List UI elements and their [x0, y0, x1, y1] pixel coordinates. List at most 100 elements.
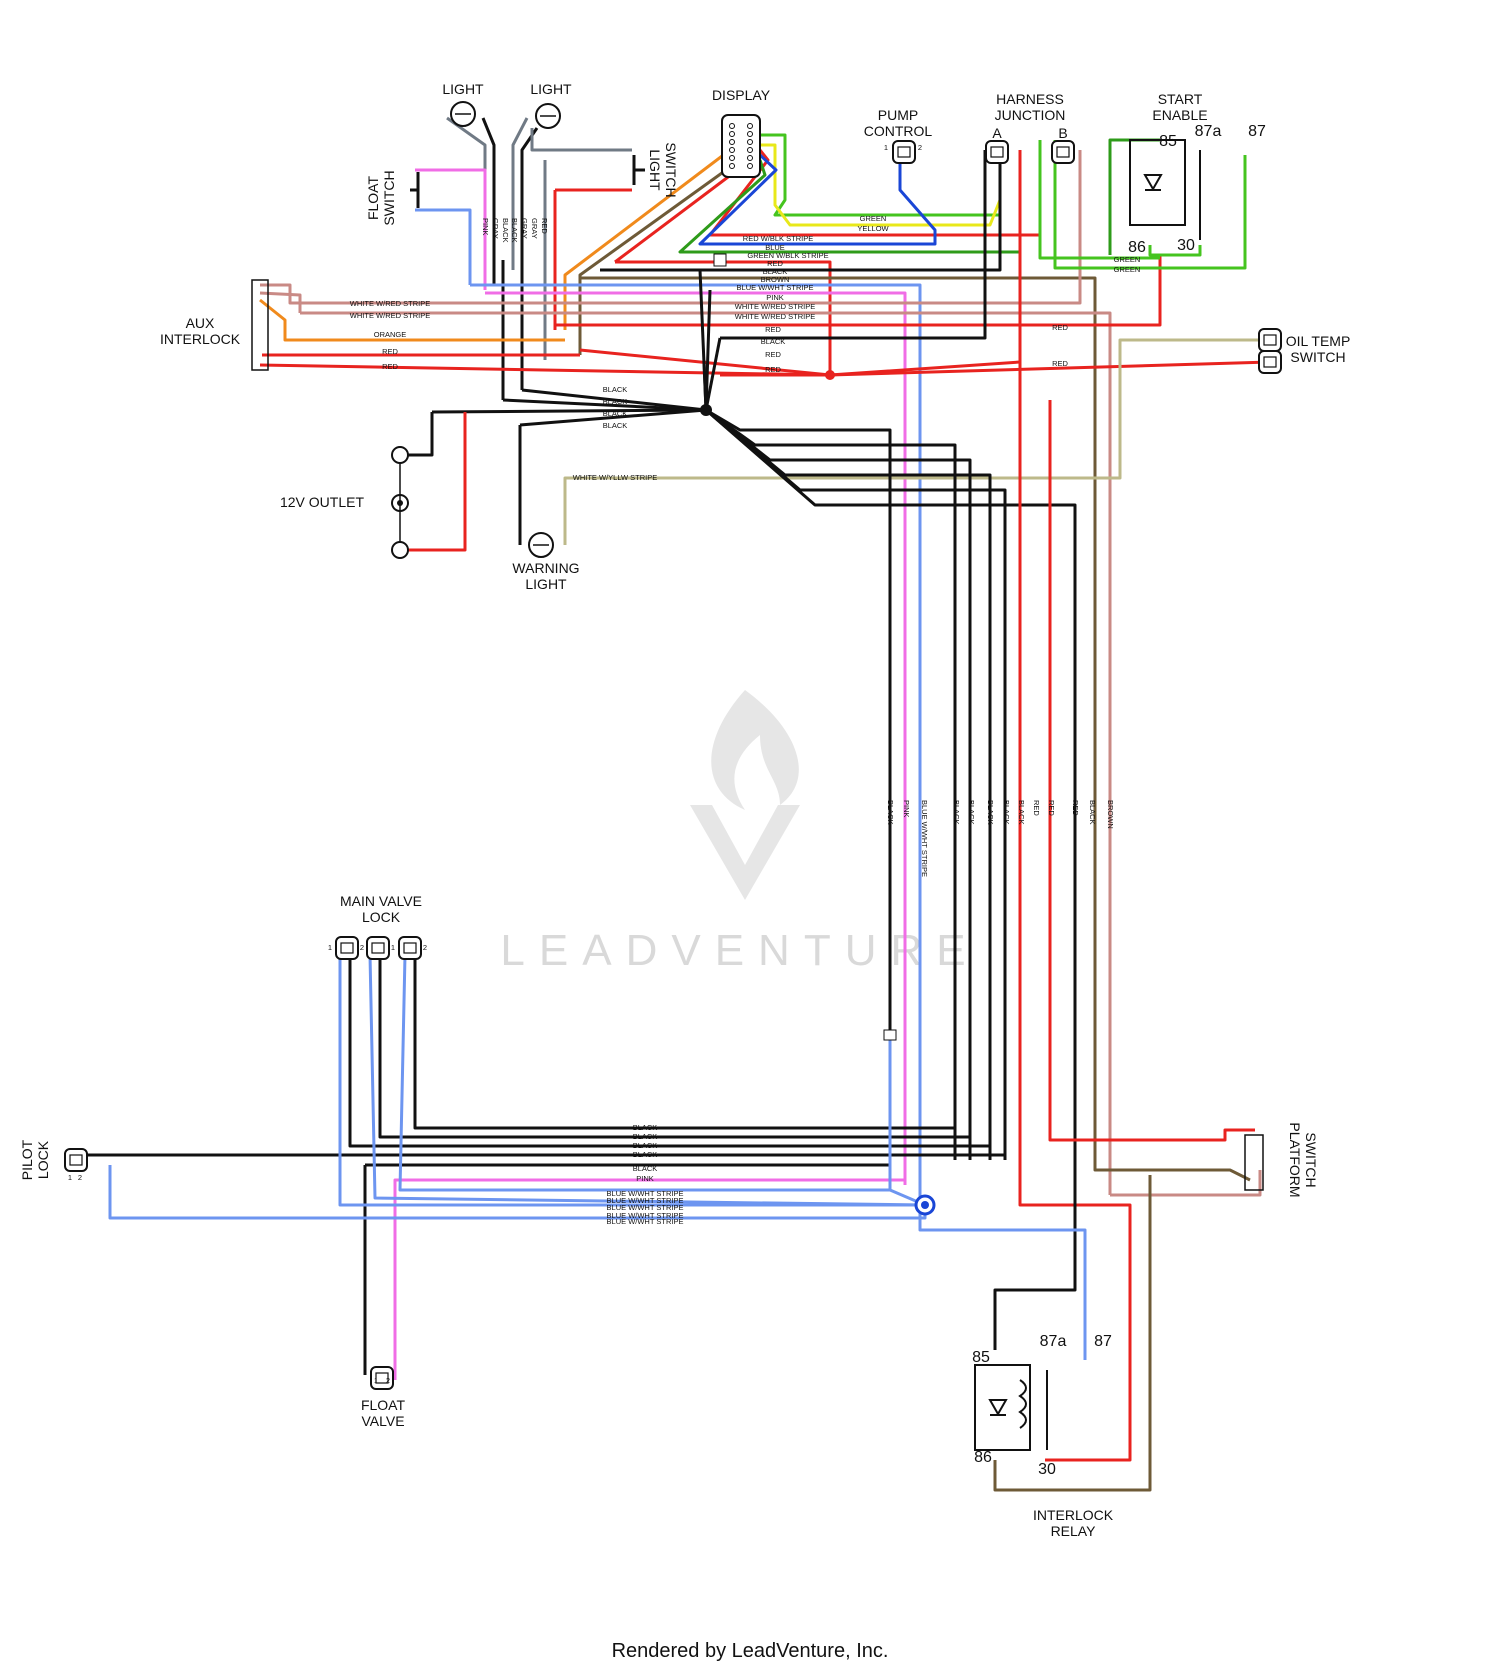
wire-black-star-1 [502, 398, 707, 412]
wire-bottom-black [413, 955, 955, 1130]
light-label: LIGHT [530, 81, 572, 97]
connector-a-label: A [992, 125, 1002, 141]
warning-light-label: LIGHT [525, 576, 567, 592]
outlet-minus-icon [391, 446, 409, 464]
main-valve-lock-connector-body [371, 942, 385, 954]
wire-black-star-3 [519, 408, 707, 427]
wire-start-30 [1148, 245, 1202, 257]
wire-label: BLACK [1017, 800, 1026, 825]
wire-relay-85 [993, 1160, 1077, 1350]
wire-bottom-black [348, 955, 990, 1148]
wire-label: BLACK [603, 421, 628, 430]
main-valve-lock-label: LOCK [362, 909, 401, 925]
wire-label: RED [1052, 359, 1068, 368]
wire-wht-red [300, 150, 1082, 305]
harness-junction-a-connector-body [990, 146, 1004, 158]
wire-black [600, 150, 1002, 272]
wire-label: BLACK [603, 385, 628, 394]
start-enable-relay-diode-icon [1143, 174, 1163, 192]
main-valve-lock-connector [398, 936, 422, 960]
wire-label: BLUE W/WHT STRIPE [737, 283, 814, 292]
wire-label: BLUE W/WHT STRIPE [607, 1203, 684, 1212]
oil-temp-switch-label: OIL TEMP [1286, 333, 1351, 349]
wire-label: RED [1047, 800, 1056, 816]
relay-pin-label: 87 [1248, 123, 1266, 140]
wire-label: PINK [481, 218, 490, 236]
wire-green-blk [678, 159, 1020, 254]
wire-label: GRAY [520, 218, 529, 239]
wire-outlet-red [400, 412, 467, 552]
display-pin [747, 163, 753, 169]
wire-light-black [520, 127, 539, 390]
float-valve-connector-body [375, 1372, 389, 1384]
display-pin [747, 147, 753, 153]
flame-logo-icon [711, 690, 799, 810]
wire-label: GREEN [1114, 255, 1141, 264]
wire-label: BLUE W/WHT STRIPE [607, 1211, 684, 1220]
interlock-relay-coil-box [974, 1364, 1031, 1451]
watermark: LEADVENTURE [500, 690, 966, 975]
display-pin [747, 139, 753, 145]
float-switch-label: FLOAT [365, 176, 381, 221]
relay-pin-label: 87a [1195, 123, 1222, 140]
wire-label: BLACK [510, 218, 519, 243]
wire-float-pink [415, 168, 487, 290]
wire-vertical-black-4 [705, 408, 1007, 1160]
wire-brown-platform [1093, 1150, 1251, 1182]
wire-label: BLUE W/WHT STRIPE [920, 800, 929, 877]
main-valve-lock-label: MAIN VALVE [340, 893, 422, 909]
warning-light-label: WARNING [512, 560, 579, 576]
pump-control-connector [892, 140, 916, 164]
wire-black-star-0 [521, 388, 707, 412]
oil-temp-connector-body [1263, 334, 1277, 346]
wire-label: RED [765, 365, 781, 374]
wire-label: BLACK [763, 267, 788, 276]
wire-label: GREEN W/BLK STRIPE [747, 251, 828, 260]
wire-label: WHITE W/RED STRIPE [350, 299, 430, 308]
oil-temp-connector [1258, 328, 1282, 352]
main-valve-lock-connector [335, 936, 359, 960]
wire-light-switch-gray [530, 128, 632, 152]
wire-start-green [1038, 140, 1160, 260]
footer-text: Rendered by LeadVenture, Inc. [612, 1640, 889, 1662]
harness-junction-label: HARNESS [996, 91, 1064, 107]
relay-pin-label: 85 [1159, 133, 1177, 150]
wire-label: YELLOW [857, 224, 889, 233]
wire-bluewht [470, 283, 922, 1210]
platform-switch-icon [1244, 1134, 1264, 1191]
float-valve-label: FLOAT [361, 1397, 406, 1413]
start-enable-label: ENABLE [1152, 107, 1207, 123]
interlock-relay-label: INTERLOCK [1033, 1507, 1114, 1523]
pilot-lock-label: LOCK [35, 1140, 51, 1179]
display-connector [721, 114, 761, 178]
display-pin [729, 147, 735, 153]
connector-pin-label: 2 [360, 943, 364, 952]
bluewht-splice-dot [921, 1201, 929, 1209]
harness-junction-a-connector [985, 140, 1009, 164]
wires [85, 116, 1271, 1492]
display-pin [729, 155, 735, 161]
display-label: DISPLAY [712, 87, 771, 103]
relay-pin-label: 86 [974, 1449, 992, 1466]
harness-junction-label: JUNCTION [995, 107, 1066, 123]
wire-label: BLACK [501, 218, 510, 243]
wire-label: BLACK [603, 409, 628, 418]
interlock-relay-label: RELAY [1051, 1523, 1097, 1539]
interlock-relay-coil-icon [1018, 1379, 1027, 1429]
wire-red-oiltemp [829, 360, 1271, 377]
wire-display-brown [578, 158, 741, 355]
oil-temp-switch-label: SWITCH [1290, 349, 1345, 365]
wire-label: RED [382, 347, 398, 356]
wire-label: RED [1052, 323, 1068, 332]
wire-label: BLACK [886, 800, 895, 825]
wire-light-black [481, 117, 496, 285]
wire-label: RED [765, 325, 781, 334]
wire-label: BLACK [986, 800, 995, 825]
wire-label: RED W/BLK STRIPE [743, 234, 813, 243]
wire-black [720, 150, 987, 340]
wire-label: BLUE W/WHT STRIPE [607, 1189, 684, 1198]
wire-label: BLUE W/WHT STRIPE [607, 1217, 684, 1226]
wire-display-green [756, 133, 1002, 217]
outlet-label: 12V OUTLET [280, 494, 364, 510]
